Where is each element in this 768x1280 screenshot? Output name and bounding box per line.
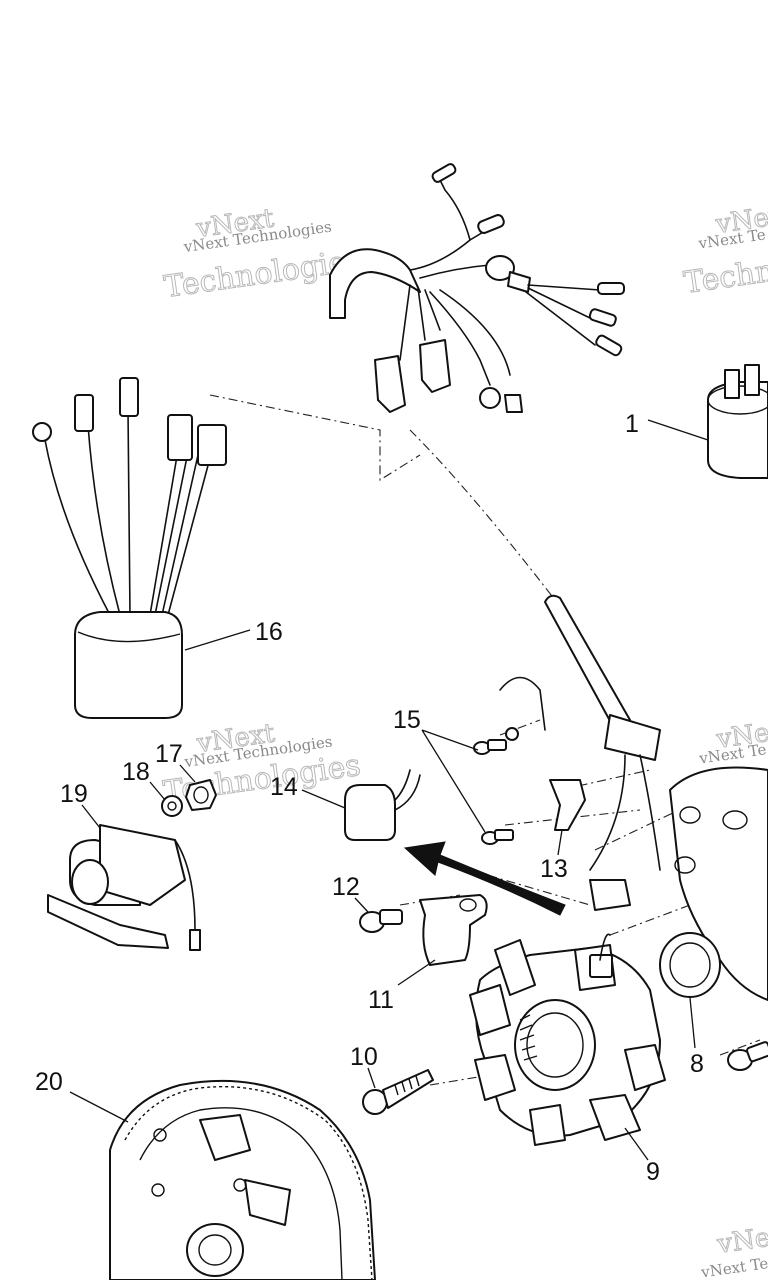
leader-8 (689, 997, 696, 1049)
callout-9: 9 (646, 1158, 660, 1186)
pickup-coil (344, 769, 421, 841)
stator-lead (499, 594, 661, 871)
leader-9 (624, 1127, 649, 1161)
clamp-11 (419, 894, 488, 966)
leader-19 (81, 804, 101, 829)
watermark-mid-right: vNext vNext Te (697, 714, 768, 768)
leader-15 (421, 729, 486, 833)
screw-12 (359, 909, 403, 933)
regulator-module (32, 377, 227, 719)
engine-case (589, 766, 768, 1001)
callout-16: 16 (255, 618, 283, 646)
callout-10: 10 (350, 1043, 378, 1071)
leader-16 (184, 629, 251, 651)
callout-12: 12 (332, 873, 360, 901)
callout-19: 19 (60, 780, 88, 808)
watermark-top-right: vNext Technologies vNext Te (681, 199, 768, 302)
flywheel (109, 1079, 376, 1280)
svg-text:vNext: vNext (715, 1219, 768, 1260)
svg-text:vNext Te: vNext Te (696, 225, 766, 252)
callout-17: 17 (155, 740, 183, 768)
screw-15b (481, 829, 514, 845)
leader-12 (354, 897, 369, 913)
wiring-harness (329, 163, 625, 413)
leader-10 (367, 1067, 376, 1089)
ignition-switch (707, 364, 768, 479)
callout-14: 14 (270, 773, 298, 801)
washer-18 (161, 795, 183, 817)
bracket-13 (549, 779, 586, 831)
stator-bolt (362, 1069, 434, 1115)
leader-17 (179, 764, 196, 783)
callout-11: 11 (368, 986, 394, 1014)
svg-text:vNext Te: vNext Te (699, 1254, 768, 1280)
callout-20: 20 (35, 1068, 63, 1096)
svg-text:vNext Te: vNext Te (697, 740, 767, 767)
callout-18: 18 (122, 758, 150, 786)
direction-arrow (403, 841, 566, 916)
leader-20 (69, 1091, 129, 1123)
nut-17 (185, 779, 217, 811)
starter-solenoid (47, 824, 201, 951)
oil-seal (659, 932, 721, 998)
leader-14 (301, 789, 346, 809)
screw-15a (473, 739, 507, 755)
leader-13 (557, 829, 563, 856)
leader-11 (397, 959, 436, 986)
stator (469, 933, 666, 1146)
watermark-bottom-right: vNext vNext Te (699, 1219, 768, 1280)
callout-13: 13 (540, 855, 568, 883)
callout-15: 15 (393, 706, 421, 734)
leader-1 (647, 419, 709, 441)
callout-8: 8 (690, 1050, 704, 1078)
bolt-right (727, 1041, 768, 1071)
callout-1: 1 (625, 410, 639, 438)
leader-18 (149, 781, 166, 801)
